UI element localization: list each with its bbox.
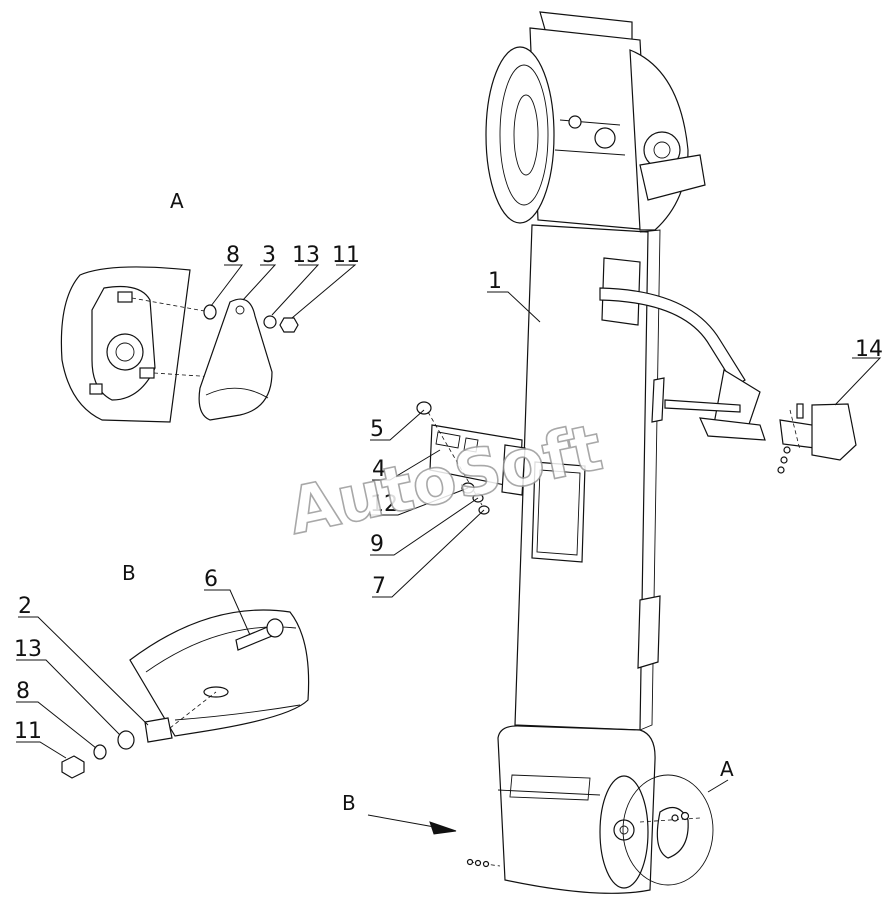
callout-part-11-view-b: 11 [14,719,42,744]
callout-part-12: 12 [370,492,398,517]
callout-part-9: 9 [370,532,384,557]
callout-part-8-view-a: 8 [226,243,240,268]
view-label-b-arrow: B [342,791,356,815]
callout-part-4: 4 [372,457,386,482]
callout-part-14: 14 [855,337,883,362]
view-labels: A B B A [122,189,734,815]
detail-view-b [61,609,310,779]
side-bracket-assembly [416,401,526,515]
callout-part-13-view-b: 13 [14,637,42,662]
callout-part-11-view-a: 11 [332,243,360,268]
elevator-housing [466,11,714,894]
callout-part-2: 2 [18,594,32,619]
view-label-a-top: A [170,189,184,213]
view-label-a-bottom: A [720,757,734,781]
callout-part-13-view-a: 13 [292,243,320,268]
lever-assembly [599,287,857,474]
callout-part-6: 6 [204,567,218,592]
callout-part-1: 1 [488,269,502,294]
leader-lines [16,264,882,793]
callout-part-8-view-b: 8 [16,679,30,704]
callout-part-5: 5 [370,417,384,442]
part-callouts: 1 8 3 13 11 14 5 4 12 9 7 6 2 13 8 11 [14,243,883,744]
callout-part-3: 3 [262,243,276,268]
view-label-b-detail: B [122,561,136,585]
view-b-arrow [367,814,457,835]
callout-part-7: 7 [372,574,386,599]
detail-view-a [60,266,299,423]
